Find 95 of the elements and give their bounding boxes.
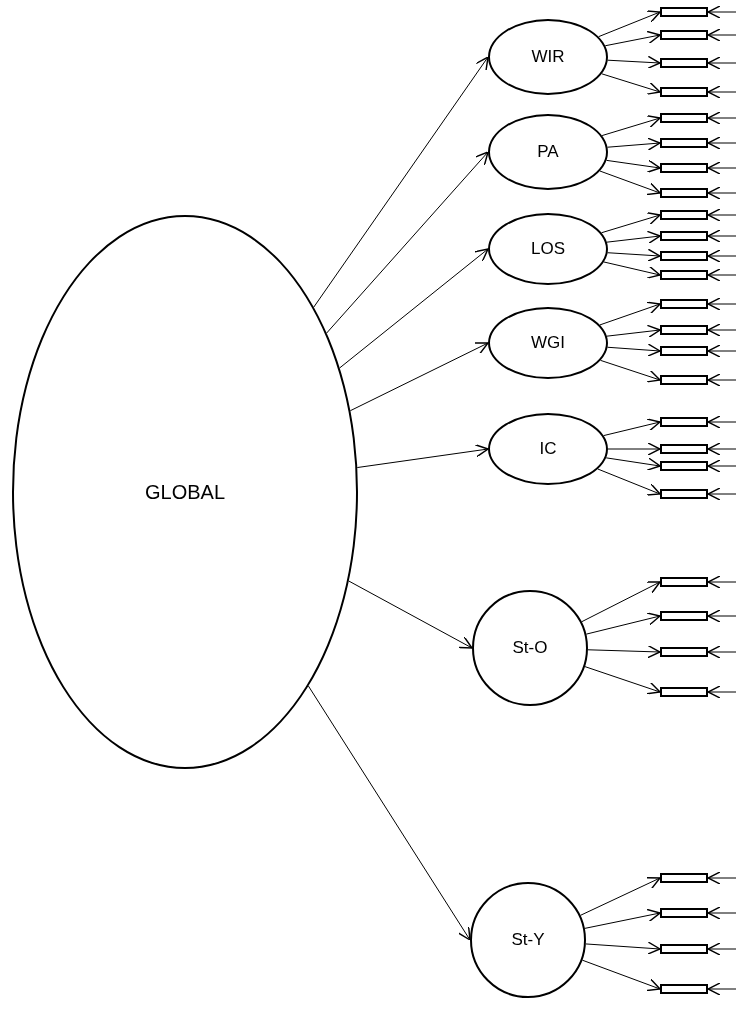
indicator-box (660, 87, 708, 97)
indicator-box (660, 687, 708, 697)
error-arrow (707, 111, 736, 125)
arrow (584, 908, 661, 929)
arrow (587, 644, 661, 659)
indicator-box (660, 138, 708, 148)
error-arrow (707, 373, 736, 387)
indicator-box (660, 251, 708, 261)
factor-circle: St-Y (470, 882, 586, 998)
indicator-box (660, 375, 708, 385)
error-arrow (707, 459, 736, 473)
error-arrow (707, 982, 736, 996)
indicator-box (660, 908, 708, 918)
indicator-box (660, 984, 708, 994)
indicator-box (660, 299, 708, 309)
arrow (313, 56, 489, 308)
indicator-box (660, 461, 708, 471)
indicator-box (660, 873, 708, 883)
error-arrow (707, 208, 736, 222)
factor-ellipse: WIR (488, 19, 608, 95)
arrow (603, 261, 661, 279)
arrow (607, 137, 661, 151)
factor-circle: St-O (472, 590, 588, 706)
indicator-box (660, 163, 708, 173)
arrow (606, 230, 661, 245)
arrow (348, 580, 473, 649)
factor-ellipse: IC (488, 413, 608, 485)
arrow (604, 30, 661, 47)
global-factor-ellipse: GLOBAL (12, 215, 358, 769)
error-arrow (707, 645, 736, 659)
indicator-box (660, 611, 708, 621)
factor-ellipse: WGI (488, 307, 608, 379)
error-arrow (707, 5, 736, 19)
indicator-box (660, 188, 708, 198)
arrow (606, 159, 661, 173)
error-arrow (707, 344, 736, 358)
error-arrow (707, 297, 736, 311)
error-arrow (707, 871, 736, 885)
arrow (581, 581, 661, 623)
indicator-box (660, 113, 708, 123)
arrow (339, 248, 489, 369)
error-arrow (707, 161, 736, 175)
error-arrow (707, 942, 736, 956)
error-arrow (707, 28, 736, 42)
error-arrow (707, 229, 736, 243)
arrow (585, 941, 661, 955)
indicator-box (660, 647, 708, 657)
error-arrow (707, 415, 736, 429)
error-arrow (707, 685, 736, 699)
indicator-box (660, 325, 708, 335)
indicator-box (660, 7, 708, 17)
indicator-box (660, 417, 708, 427)
error-arrow (707, 85, 736, 99)
arrow (597, 468, 661, 496)
arrow (598, 10, 661, 38)
error-arrow (707, 136, 736, 150)
error-arrow (707, 186, 736, 200)
indicator-box (660, 444, 708, 454)
arrow (307, 685, 471, 941)
factor-ellipse: LOS (488, 213, 608, 285)
arrow (606, 324, 661, 339)
error-arrow (707, 575, 736, 589)
error-arrow (707, 56, 736, 70)
arrow (607, 55, 661, 70)
error-arrow (707, 249, 736, 263)
error-arrow (707, 487, 736, 501)
error-arrow (707, 906, 736, 920)
arrow (580, 876, 661, 916)
arrow (584, 666, 661, 695)
indicator-box (660, 58, 708, 68)
indicator-box (660, 210, 708, 220)
indicator-box (660, 270, 708, 280)
arrow (349, 342, 489, 412)
error-arrow (707, 323, 736, 337)
indicator-box (660, 944, 708, 954)
arrow (356, 444, 489, 469)
factor-ellipse: PA (488, 114, 608, 190)
arrow (599, 170, 661, 196)
error-arrow (707, 268, 736, 282)
indicator-box (660, 489, 708, 499)
indicator-box (660, 231, 708, 241)
arrow (607, 248, 661, 262)
arrow (607, 343, 661, 357)
indicator-box (660, 577, 708, 587)
indicator-box (660, 346, 708, 356)
arrow (605, 457, 661, 471)
arrow (585, 612, 661, 635)
indicator-box (660, 30, 708, 40)
arrow (607, 442, 661, 456)
error-arrow (707, 442, 736, 456)
arrow (599, 301, 661, 326)
arrow (603, 418, 661, 437)
arrow (581, 959, 661, 992)
arrow (326, 151, 489, 334)
error-arrow (707, 609, 736, 623)
